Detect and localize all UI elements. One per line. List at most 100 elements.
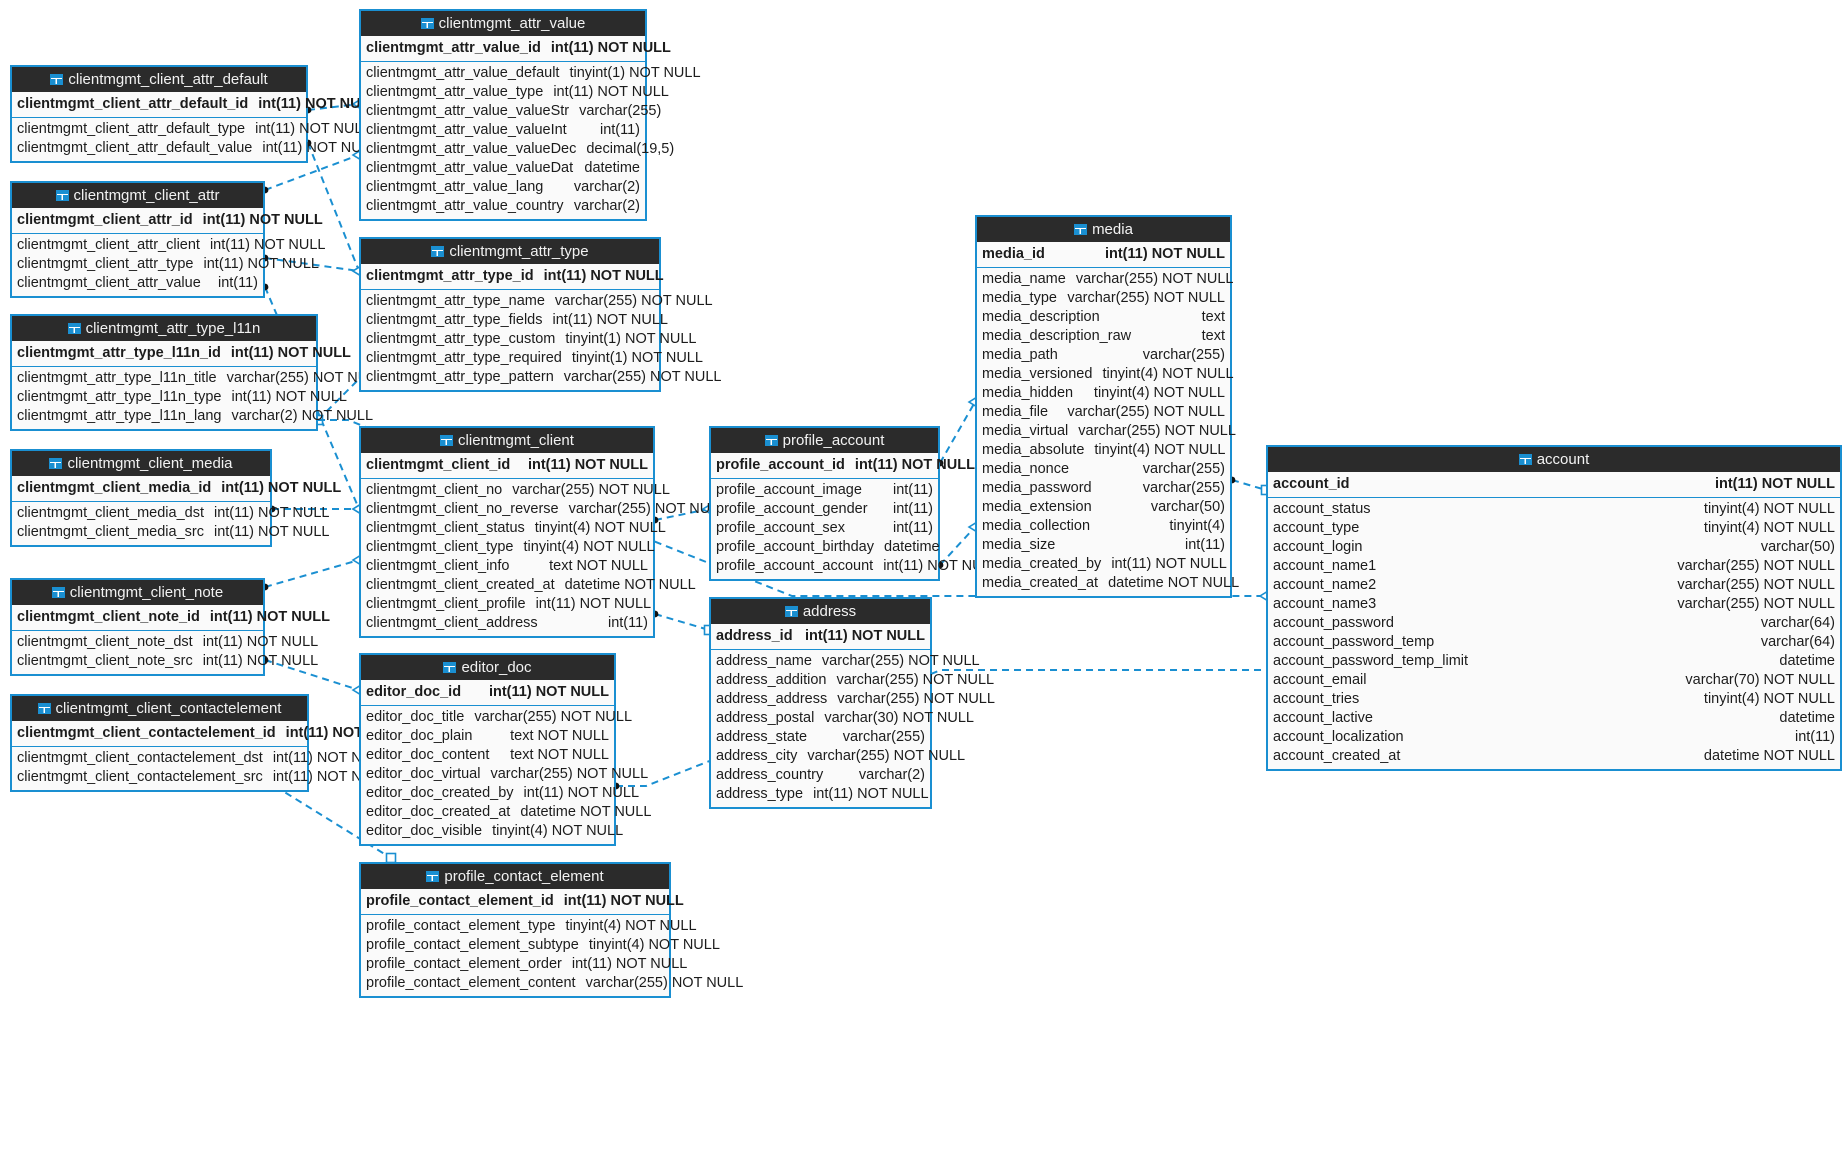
- relation-clientmgmt_client-to-address[interactable]: [651, 610, 715, 636]
- relation-clientmgmt_client_note-to-clientmgmt_client[interactable]: [261, 555, 367, 591]
- relation-media-to-account[interactable]: [1228, 476, 1272, 496]
